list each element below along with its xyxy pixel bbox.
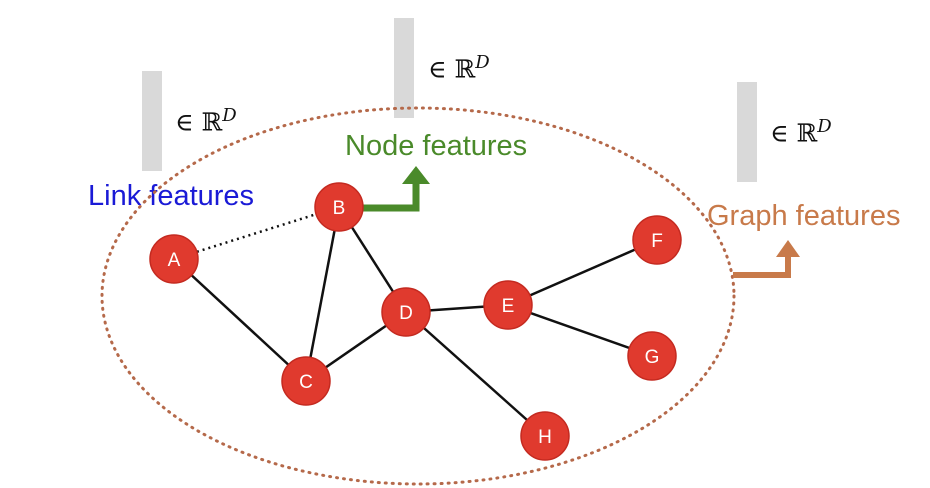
node-features-arrow	[362, 182, 420, 212]
edge-B-C	[304, 206, 341, 382]
node-feature-vector	[394, 18, 414, 118]
link-features-label: Link features	[88, 180, 255, 212]
node-D: D	[381, 287, 431, 337]
graph-features-arrow	[733, 255, 791, 278]
node-H: H	[520, 411, 570, 461]
graph-features-arrowhead	[776, 240, 800, 257]
graph-boundary-ellipse	[100, 106, 736, 486]
node-label-H: H	[538, 427, 552, 448]
dotted-edge-A-B	[173, 205, 340, 261]
node-label-C: C	[299, 372, 313, 393]
node-G: G	[627, 331, 677, 381]
node-features-label: Node features	[345, 130, 528, 162]
node-circle-G	[627, 331, 677, 381]
edge-D-H	[405, 311, 546, 437]
edge-E-G	[507, 303, 653, 358]
node-B: B	[314, 182, 364, 232]
node-C: C	[281, 356, 331, 406]
node-label-E: E	[502, 296, 515, 317]
node-circle-B	[314, 182, 364, 232]
node-label-B: B	[333, 198, 346, 219]
graph-membership-label: ∈ ℝD	[770, 116, 832, 148]
edge-E-F	[507, 238, 658, 307]
node-A: A	[149, 234, 199, 284]
graph-feature-vector	[737, 82, 757, 182]
node-F: F	[632, 215, 682, 265]
node-circle-D	[381, 287, 431, 337]
node-label-D: D	[399, 303, 413, 324]
node-circle-E	[483, 280, 533, 330]
node-circle-C	[281, 356, 331, 406]
node-circle-H	[520, 411, 570, 461]
node-label-G: G	[645, 347, 660, 368]
link-membership-label: ∈ ℝD	[175, 105, 237, 137]
edge-A-C	[173, 258, 307, 382]
node-label-A: A	[168, 250, 181, 271]
nodes-layer: A B C D E F G H	[149, 182, 682, 461]
node-circle-F	[632, 215, 682, 265]
node-features-arrowhead	[402, 166, 430, 184]
node-circle-A	[149, 234, 199, 284]
node-E: E	[483, 280, 533, 330]
node-membership-label: ∈ ℝD	[428, 52, 490, 84]
link-feature-vector	[142, 71, 162, 171]
graph-features-label: Graph features	[707, 200, 901, 232]
node-label-F: F	[651, 231, 663, 252]
